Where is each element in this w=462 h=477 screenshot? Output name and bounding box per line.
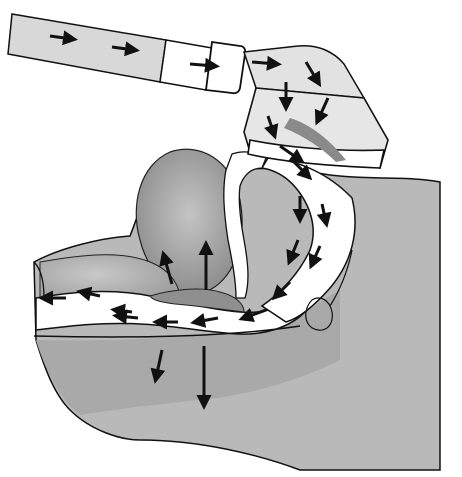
hose-ring [206,42,245,93]
cpap-hose [8,14,166,82]
flow-arrow [118,316,138,318]
flow-arrow [116,310,132,312]
flow-arrow [252,62,276,64]
flow-arrow [190,64,214,66]
